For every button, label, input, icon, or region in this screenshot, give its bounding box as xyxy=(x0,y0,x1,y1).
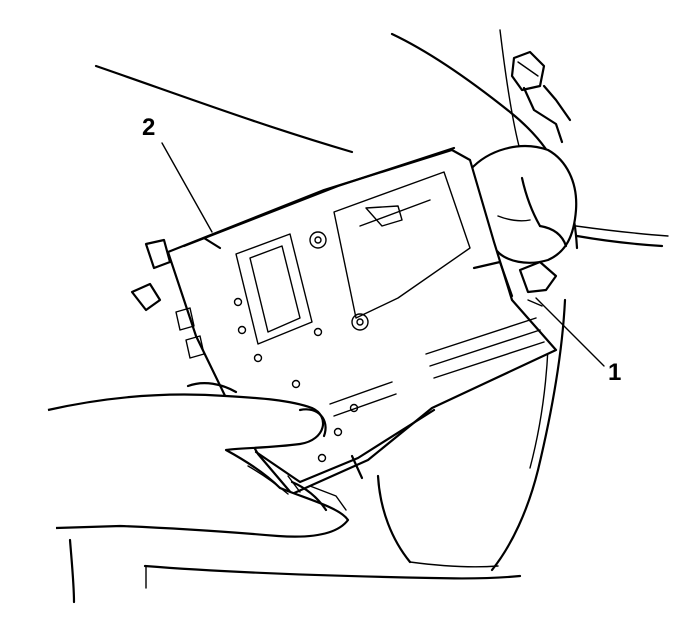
callout-2-leader xyxy=(161,142,213,233)
callout-1-label: 1 xyxy=(608,359,622,386)
dash-clip xyxy=(510,50,572,144)
callout-2-label: 2 xyxy=(142,114,156,141)
left-hand xyxy=(47,382,350,538)
callout-1-leader xyxy=(535,297,605,367)
